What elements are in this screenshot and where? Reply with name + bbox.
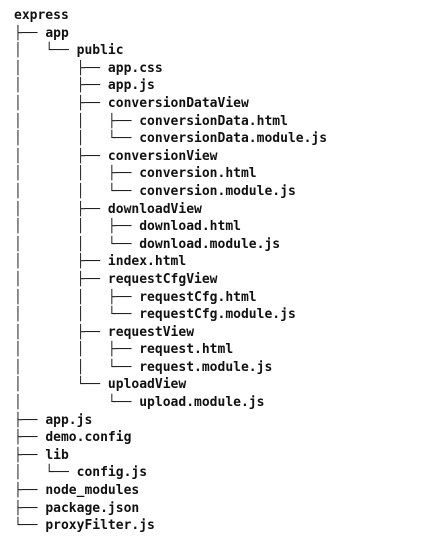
tree-branch-connector: ├──	[14, 483, 46, 499]
tree-row-file: │ │ ├── conversion.html	[14, 165, 327, 183]
tree-branch-connector: │ ├──	[14, 271, 108, 287]
file-name: upload.module.js	[139, 395, 265, 411]
tree-branch-connector: │ │ ├──	[14, 289, 140, 305]
folder-name: conversionView	[107, 148, 218, 164]
tree-branch-connector: │ ├──	[14, 60, 108, 76]
file-name: requestCfg.module.js	[139, 307, 296, 323]
tree-branch-connector: └──	[14, 518, 46, 534]
tree-branch-connector: │ ├──	[14, 78, 108, 94]
tree-branch-connector: │ │ ├──	[14, 342, 140, 358]
tree-row-file: │ ├── index.html	[14, 253, 327, 271]
tree-row-folder: │ ├── requestCfgView	[14, 271, 327, 289]
file-name: requestCfg.html	[139, 289, 257, 305]
file-name: proxyFilter.js	[45, 518, 155, 534]
tree-row-folder: │ └── uploadView	[14, 376, 327, 394]
tree-row-file: │ │ ├── request.html	[14, 341, 327, 359]
file-name: app.js	[107, 78, 155, 94]
tree-branch-connector: │ └──	[14, 43, 77, 59]
file-name: request.module.js	[139, 359, 273, 375]
tree-branch-connector: │ │ └──	[14, 183, 140, 199]
file-name: demo.config	[45, 430, 132, 446]
tree-row-file: │ ├── app.js	[14, 77, 327, 95]
tree-branch-connector: ├──	[14, 447, 46, 463]
tree-branch-connector: ├──	[14, 412, 46, 428]
file-name: conversion.module.js	[139, 183, 296, 199]
folder-name: requestCfgView	[107, 271, 218, 287]
tree-row-folder: ├── node_modules	[14, 482, 327, 500]
tree-row-file: │ └── upload.module.js	[14, 394, 327, 412]
tree-branch-connector: │ ├──	[14, 148, 108, 164]
tree-row-file: ├── app.js	[14, 412, 327, 430]
file-name: request.html	[139, 342, 234, 358]
folder-name: downloadView	[107, 201, 202, 217]
tree-row-file: │ │ └── request.module.js	[14, 359, 327, 377]
tree-branch-connector: │ └──	[14, 377, 108, 393]
tree-row-file: ├── package.json	[14, 500, 327, 518]
file-name: conversionData.html	[139, 113, 288, 129]
folder-name: app	[45, 25, 69, 41]
file-name: config.js	[76, 465, 148, 481]
tree-branch-connector: │ └──	[14, 395, 140, 411]
folder-name: uploadView	[107, 377, 187, 393]
folder-name: requestView	[107, 324, 195, 340]
tree-row-file: │ │ └── download.module.js	[14, 236, 327, 254]
tree-row-folder: │ ├── downloadView	[14, 201, 327, 219]
tree-row-file: │ │ └── conversionData.module.js	[14, 130, 327, 148]
tree-row-file: │ │ ├── requestCfg.html	[14, 289, 327, 307]
tree-branch-connector: │ │ └──	[14, 359, 140, 375]
tree-branch-connector: │ │ └──	[14, 236, 140, 252]
tree-branch-connector: │ ├──	[14, 95, 108, 111]
file-name: download.module.js	[139, 236, 281, 252]
tree-row-file: │ │ └── conversion.module.js	[14, 183, 327, 201]
tree-row-file: │ │ ├── download.html	[14, 218, 327, 236]
tree-row-file: │ ├── app.css	[14, 60, 327, 78]
tree-row-file: └── proxyFilter.js	[14, 517, 327, 535]
folder-name: node_modules	[45, 483, 140, 499]
tree-row-folder: │ ├── requestView	[14, 324, 327, 342]
folder-name: conversionDataView	[107, 95, 249, 111]
tree-branch-connector: │ │ ├──	[14, 113, 140, 129]
tree-row-folder: │ ├── conversionView	[14, 148, 327, 166]
tree-branch-connector: │ ├──	[14, 201, 108, 217]
file-name: download.html	[139, 219, 241, 235]
folder-name: lib	[45, 447, 69, 463]
tree-branch-connector: │ └──	[14, 465, 77, 481]
tree-row-file: │ └── config.js	[14, 464, 327, 482]
file-name: app.js	[45, 412, 93, 428]
tree-branch-connector: │ │ └──	[14, 131, 140, 147]
tree-row-folder: express	[14, 7, 327, 25]
tree-row-folder: ├── app	[14, 25, 327, 43]
tree-branch-connector: ├──	[14, 25, 46, 41]
tree-row-file: │ │ └── requestCfg.module.js	[14, 306, 327, 324]
tree-branch-connector: ├──	[14, 500, 46, 516]
tree-branch-connector: │ ├──	[14, 324, 108, 340]
tree-branch-connector: │ │ ├──	[14, 219, 140, 235]
tree-row-folder: │ └── public	[14, 42, 327, 60]
tree-row-file: │ │ ├── conversionData.html	[14, 113, 327, 131]
file-name: conversionData.module.js	[139, 131, 328, 147]
tree-branch-connector: │ │ └──	[14, 307, 140, 323]
folder-name: public	[76, 43, 124, 59]
file-name: package.json	[45, 500, 140, 516]
tree-row-folder: ├── lib	[14, 447, 327, 465]
tree-row-file: ├── demo.config	[14, 429, 327, 447]
tree-branch-connector: │ │ ├──	[14, 166, 140, 182]
file-name: conversion.html	[139, 166, 257, 182]
file-name: index.html	[107, 254, 187, 270]
tree-branch-connector: ├──	[14, 430, 46, 446]
tree-row-folder: │ ├── conversionDataView	[14, 95, 327, 113]
folder-name: express	[14, 8, 69, 23]
file-name: app.css	[107, 60, 163, 76]
tree-branch-connector: │ ├──	[14, 254, 108, 270]
directory-tree: express├── app│ └── public│ ├── app.css│…	[14, 7, 327, 535]
